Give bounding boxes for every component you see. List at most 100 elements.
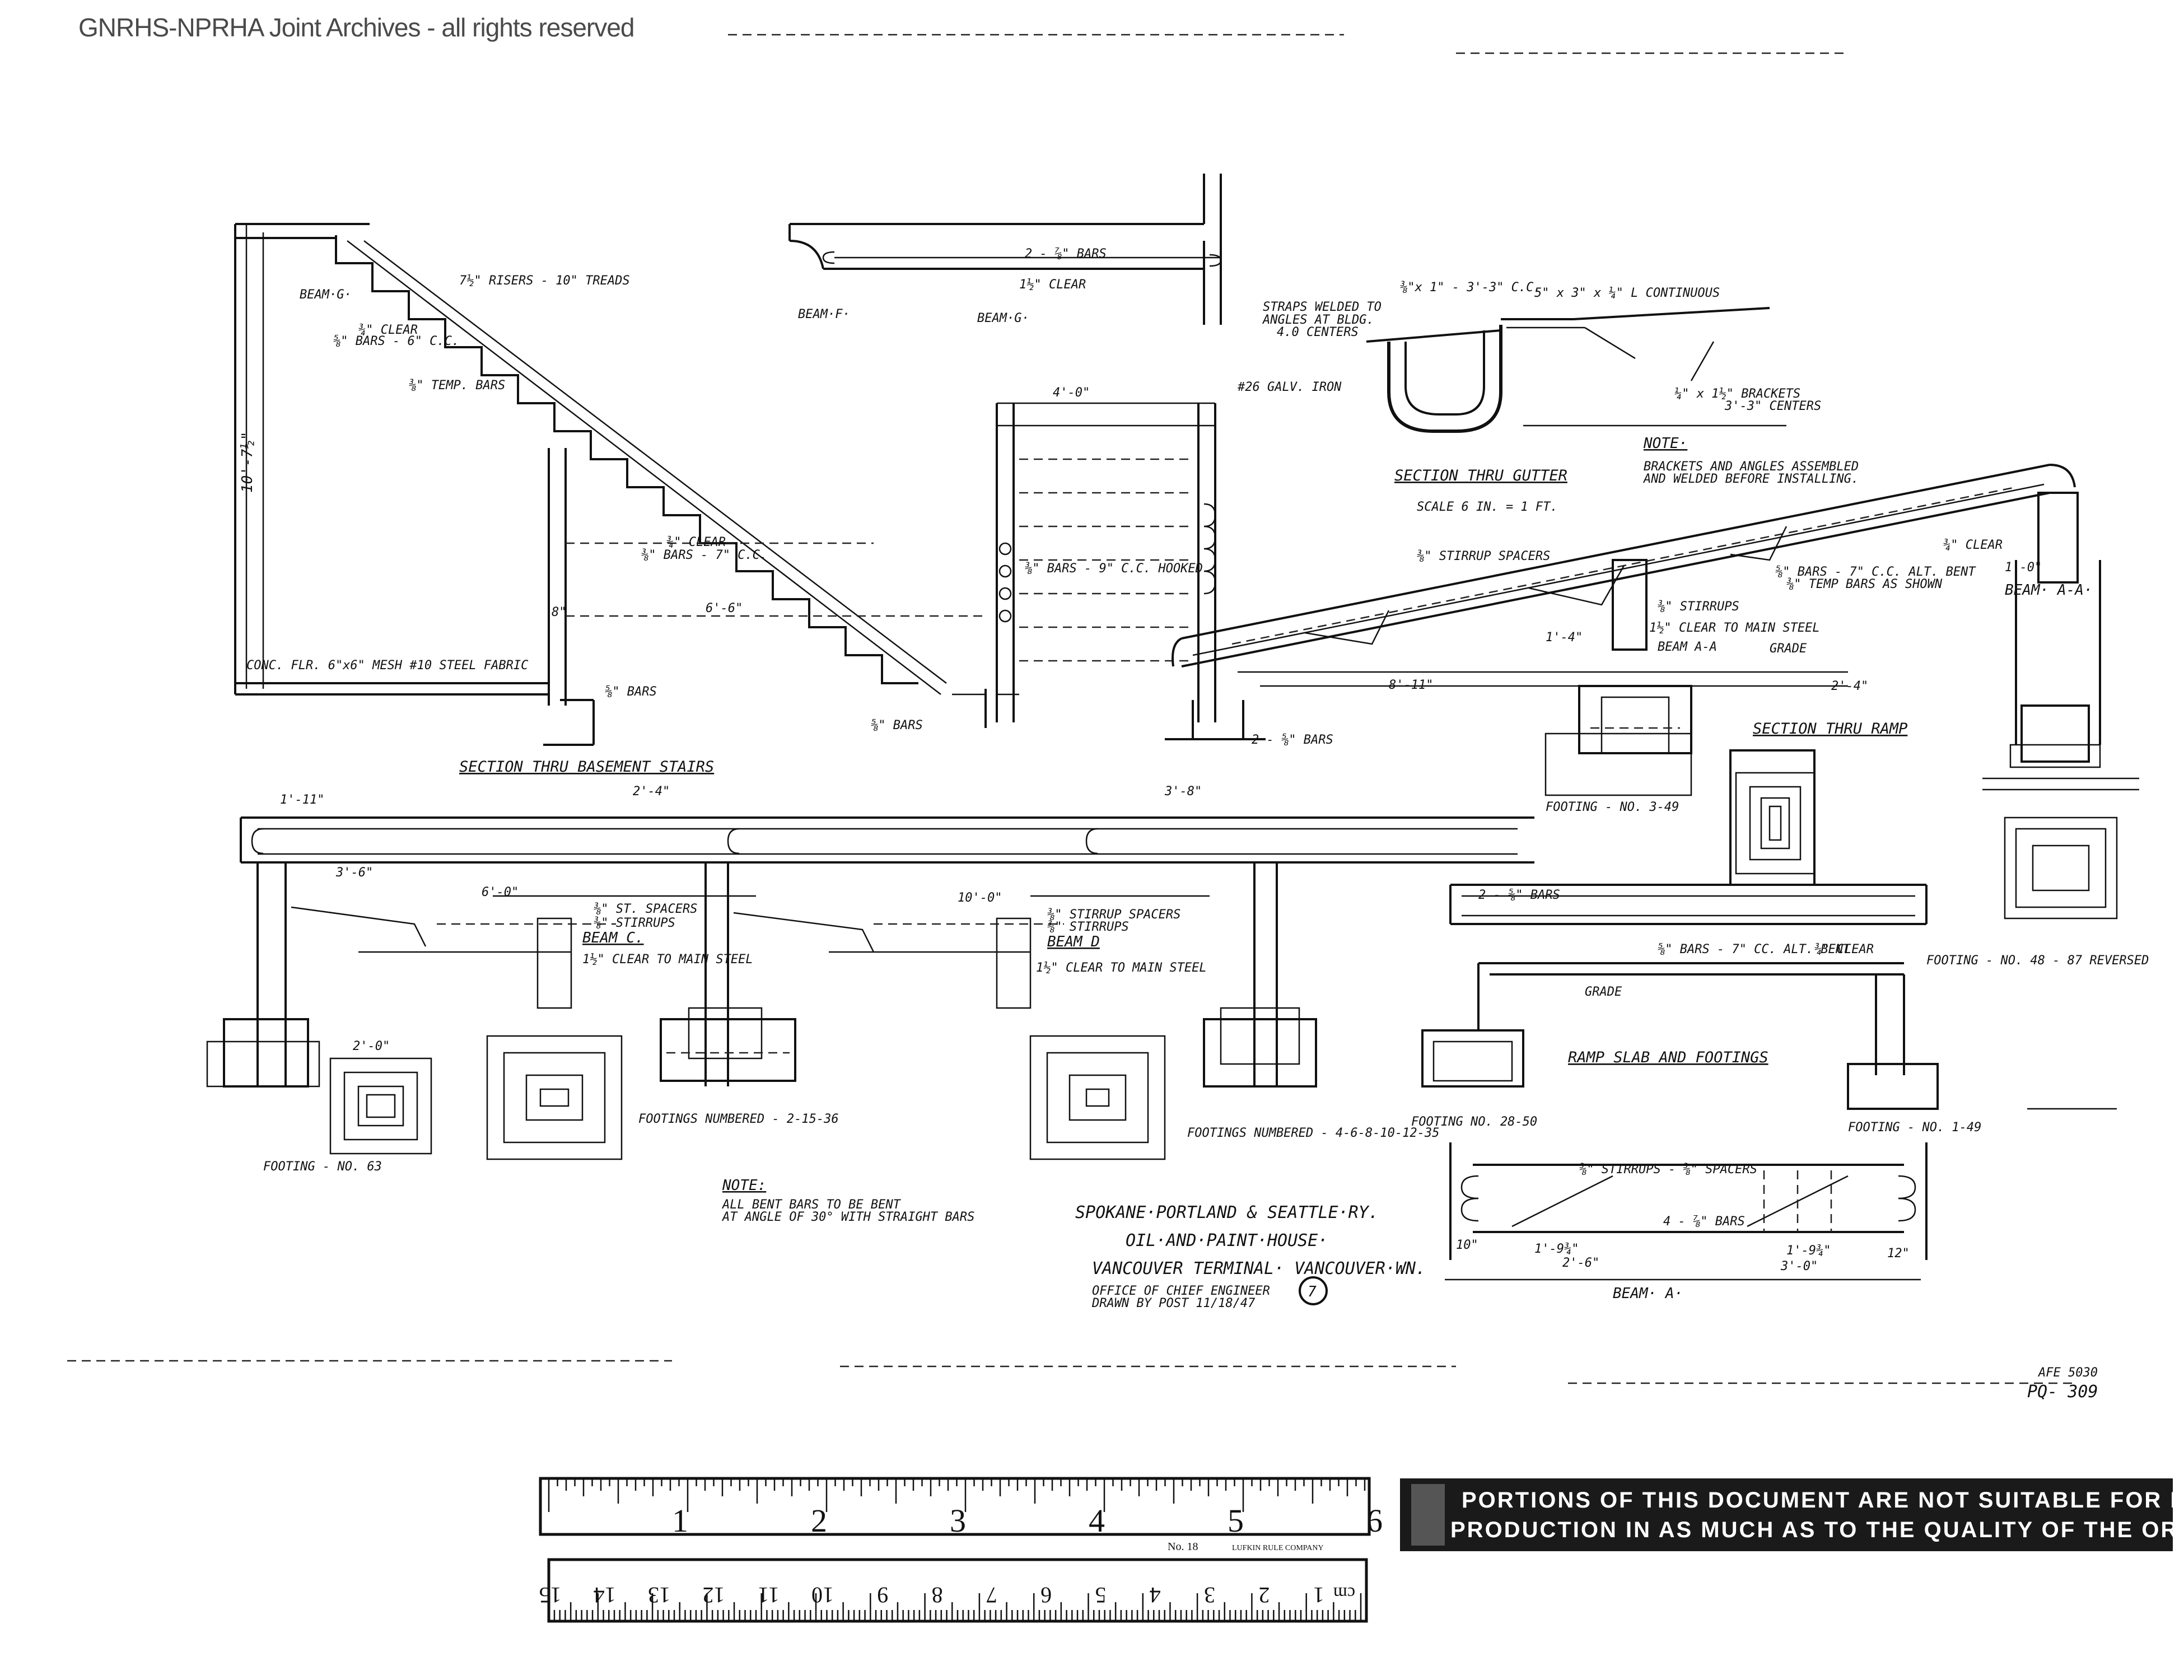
beam-d-spacers: ⅜" STIRRUP SPACERS: [1047, 908, 1180, 922]
stairs-height: 10'-7½": [239, 431, 256, 493]
cm-label: 6: [1040, 1583, 1052, 1608]
ruler-maker: LUFKIN RULE COMPANY: [1232, 1544, 1324, 1552]
gutter-title: SECTION THRU GUTTER: [1394, 467, 1567, 484]
inch-label: 2: [811, 1502, 827, 1539]
beam-d-clear: 1½" CLEAR TO MAIN STEEL: [1036, 961, 1207, 975]
gutter-section: STRAPS WELDED TO ANGLES AT BLDG. 4.0 CEN…: [1237, 281, 1821, 514]
beam-a-dim1: 1'-9¾": [1534, 1242, 1579, 1256]
beam-c-stirrups: ⅜" STIRRUPS: [594, 916, 675, 930]
beam-f-label: BEAM·F·: [798, 307, 850, 321]
stairs-temp-bars: ⅜" TEMP. BARS: [409, 379, 505, 393]
cm-label: 7: [986, 1583, 997, 1608]
inch-label: 1: [672, 1502, 688, 1539]
beam-dim-1-11: 1'-11": [280, 793, 324, 807]
file-reference: AFE 5030 PQ- 309: [2027, 1366, 2098, 1402]
inch-label: 3: [950, 1502, 966, 1539]
ramp-bars-alt: ⅝" BARS - 7" C.C. ALT. BENT: [1775, 565, 1976, 579]
footing-48: FOOTING - NO. 48 - 87 REVERSED: [1926, 704, 2149, 968]
note-brackets-heading: NOTE·: [1643, 435, 1687, 452]
gutter-brackets2: 3'-3" CENTERS: [1724, 399, 1821, 413]
footing-3-49: FOOTING - NO. 3-49: [1544, 685, 1816, 886]
note-brackets: NOTE· BRACKETS AND ANGLES ASSEMBLED AND …: [1642, 435, 1859, 486]
archive-watermark: GNRHS-NPRHA Joint Archives - all rights …: [78, 13, 634, 42]
cm-label: 5: [1095, 1583, 1107, 1608]
footing-4-35-label: FOOTINGS NUMBERED - 4-6-8-10-12-35: [1187, 1126, 1439, 1140]
ramp-clear: ¾" CLEAR: [1943, 538, 2003, 552]
cm-label: 1: [1313, 1583, 1324, 1608]
footing-48-label: FOOTING - NO. 48 - 87 REVERSED: [1926, 954, 2149, 968]
stairs-bars-bottom: ⅝" BARS: [605, 685, 657, 699]
inch-label: 4: [1089, 1502, 1105, 1539]
stairs-bars-bottom2: ⅝" BARS: [871, 718, 923, 732]
beam-f-detail: 2 - ⅞" BARS 1½" CLEAR BEAM·F· BEAM·G·: [788, 174, 1222, 325]
cm-label: 14: [594, 1583, 616, 1608]
ramp-dim4: 1'-0": [2005, 561, 2042, 575]
gutter-straps2: ANGLES AT BLDG.: [1262, 313, 1374, 327]
beam-elevation: 1'-11" 3'-6" 6'-0" 10'-0" 2'-4" 3'-8" ⅜"…: [240, 785, 1534, 1086]
ramp-section: ⅜" STIRRUP SPACERS ⅜" STIRRUPS 1½" CLEAR…: [1165, 464, 2101, 747]
file-ref-afe: AFE 5030: [2037, 1366, 2098, 1380]
scan-artifacts: [67, 34, 2072, 1384]
ramp-beam-aa2: BEAM· A-A·: [2005, 582, 2093, 599]
ramp-spacers: ⅜" STIRRUP SPACERS: [1417, 549, 1550, 563]
footing-63-label: FOOTING - NO. 63: [263, 1160, 382, 1174]
beam-a-dim6: 12": [1887, 1247, 1910, 1261]
ruler-model: No. 18: [1168, 1541, 1198, 1553]
landing-width: 4'-0": [1053, 386, 1090, 400]
note-brackets-line2: AND WELDED BEFORE INSTALLING.: [1642, 472, 1859, 486]
stamp-line2: PRODUCTION IN AS MUCH AS TO THE QUALITY …: [1450, 1518, 2184, 1542]
ramp-slab-title: RAMP SLAB AND FOOTINGS: [1568, 1049, 1768, 1066]
beam-dim-3-8: 3'-8": [1164, 785, 1202, 799]
footing-28-label: FOOTING NO. 28-50: [1411, 1115, 1537, 1129]
beam-a-dim4: 1'-9¾": [1786, 1244, 1831, 1258]
ramp-grade: GRADE: [1770, 642, 1807, 656]
footing-63: 2'-0" FOOTING - NO. 63: [206, 1018, 432, 1174]
title-office: OFFICE OF CHIEF ENGINEER: [1092, 1284, 1270, 1298]
cm-label: 2: [1258, 1583, 1270, 1608]
title-location: VANCOUVER TERMINAL· VANCOUVER·WN.: [1092, 1259, 1426, 1278]
gutter-angle: 5" x 3" x ¼" L CONTINUOUS: [1534, 286, 1720, 300]
cm-label: 4: [1150, 1583, 1161, 1608]
reproduction-stamp: PORTIONS OF THIS DOCUMENT ARE NOT SUITAB…: [1400, 1478, 2184, 1551]
beam-dim-10-0: 10'-0": [958, 891, 1002, 905]
cm-label: 9: [877, 1583, 888, 1608]
beam-c-label: BEAM C.: [582, 930, 644, 946]
gutter-strap-size: ⅜"x 1" - 3'-3" C.C.: [1400, 281, 1541, 295]
gutter-brackets: ¼" x 1½" BRACKETS: [1674, 387, 1800, 401]
cm-unit: cm: [1333, 1584, 1355, 1604]
file-ref-pq: PQ- 309: [2027, 1382, 2098, 1402]
sheet-number: 7: [1308, 1284, 1317, 1300]
inch-label: 5: [1228, 1502, 1244, 1539]
note-bent-bars: NOTE: ALL BENT BARS TO BE BENT AT ANGLE …: [721, 1177, 974, 1224]
ramp-stirrups: ⅜" STIRRUPS: [1658, 600, 1739, 614]
footing-63-dim: 2'-0": [353, 1039, 390, 1053]
cm-label: 13: [648, 1583, 670, 1608]
gutter-straps: STRAPS WELDED TO: [1263, 300, 1382, 314]
stamp-line1: PORTIONS OF THIS DOCUMENT ARE NOT SUITAB…: [1462, 1488, 2184, 1513]
ramp-slab-clear: ¾" CLEAR: [1814, 942, 1874, 956]
beam-a-dim2: 2'-6": [1562, 1256, 1599, 1270]
footing-3-49-label: FOOTING - NO. 3-49: [1546, 800, 1679, 814]
footing-2-15-36-label: FOOTINGS NUMBERED - 2-15-36: [638, 1112, 839, 1126]
stairs-bars-cc: ⅝" BARS - 6" C.C.: [333, 334, 459, 348]
cm-label: 3: [1204, 1583, 1215, 1608]
beam-a-stirrups: ⅜" STIRRUPS - ⅜" SPACERS: [1579, 1163, 1757, 1177]
stairs-title: SECTION THRU BASEMENT STAIRS: [459, 758, 714, 776]
beam-f-clear: 1½" CLEAR: [1019, 278, 1086, 292]
ramp-title: SECTION THRU RAMP: [1753, 720, 1907, 738]
footing-2-15-36: FOOTINGS NUMBERED - 2-15-36: [486, 1007, 839, 1160]
beam-d-stirrups: ⅜" STIRRUPS: [1047, 920, 1129, 934]
beam-a-dim5: 10": [1456, 1238, 1478, 1252]
ramp-bars2: 2 - ⅝" BARS: [1252, 733, 1333, 747]
title-drawn: DRAWN BY POST 11/18/47: [1091, 1296, 1256, 1310]
stair-treads: [335, 235, 918, 684]
beam-dim-2-4: 2'-4": [633, 785, 670, 799]
title-block: SPOKANE·PORTLAND & SEATTLE·RY. OIL·AND·P…: [1075, 1203, 1426, 1310]
stairs-bars2: ⅜" BARS - 7" C.C.: [641, 548, 767, 562]
stairs-clear: ¾" CLEAR: [358, 323, 418, 337]
stairs-clear2: ¾" CLEAR: [666, 535, 726, 549]
ramp-beam-aa: BEAM A-A: [1658, 640, 1717, 654]
inch-label: 6: [1366, 1502, 1383, 1539]
